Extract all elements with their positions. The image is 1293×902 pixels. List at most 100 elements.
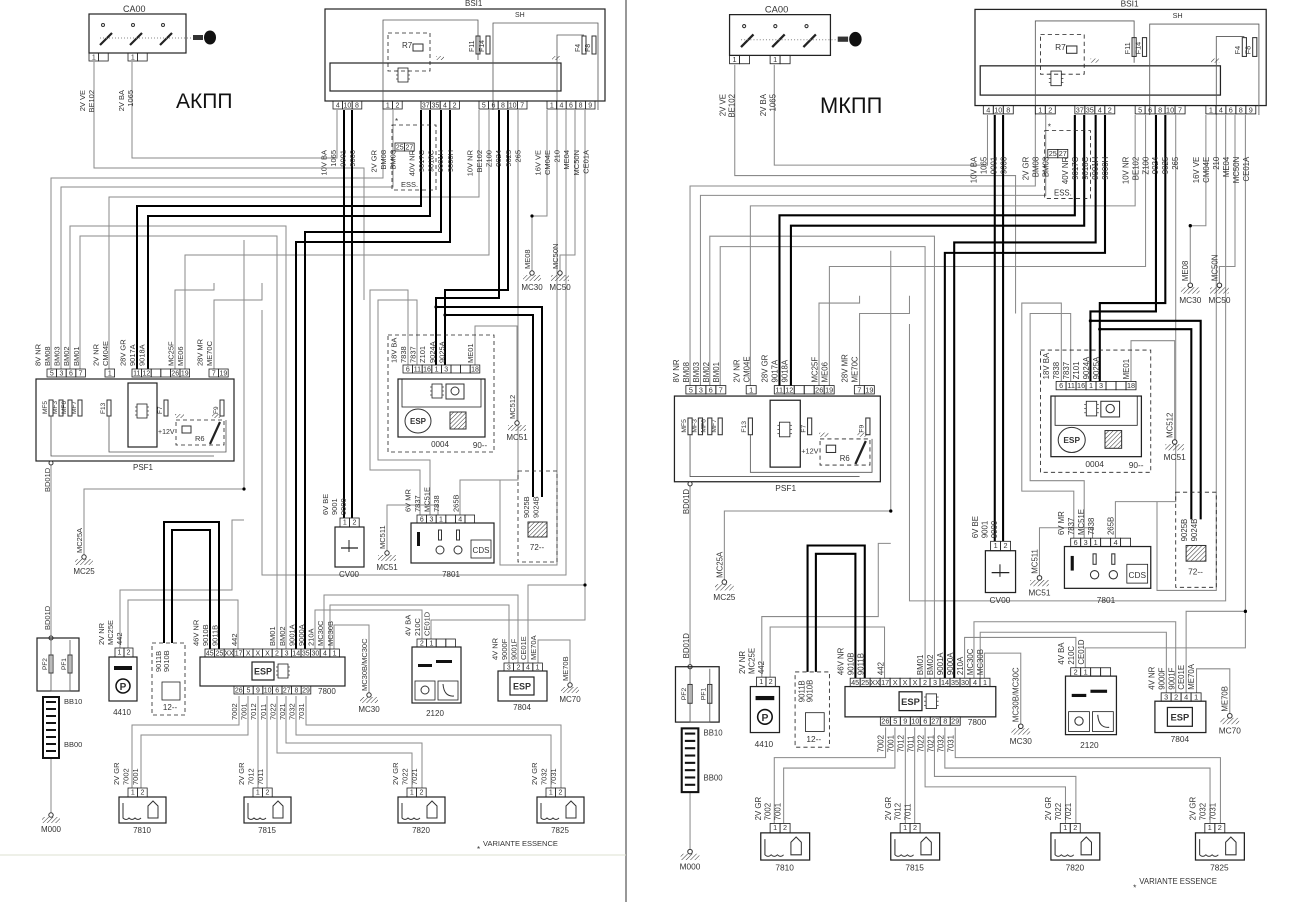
junction-dot [443, 313, 447, 317]
ground-wire-label: MC512 [508, 395, 517, 419]
c4410-pin [765, 676, 776, 687]
wire [50, 110, 384, 369]
c7800-wire-label: 7022 [268, 703, 277, 720]
psf1-pin-label: 6 [709, 385, 713, 394]
ground-wire-label: MC512 [1166, 413, 1175, 438]
ess-mark: * [1048, 122, 1052, 132]
psf1-wire-label: 28V MR [841, 354, 850, 383]
bsi1-pin-label: 2 [1108, 105, 1112, 114]
ground-wire-label: ME70B [1221, 686, 1230, 712]
ca00-wire-label: 2V BA [759, 93, 768, 116]
sensor-label: 7820 [412, 826, 430, 835]
sensor-pin-label: 2 [783, 823, 787, 832]
wire [1038, 527, 1094, 578]
wire [305, 696, 562, 788]
ground-terminal [687, 848, 693, 855]
wire [1114, 114, 1177, 539]
ground-icon [680, 853, 700, 861]
c7800-label: 7800 [318, 687, 336, 696]
fuse-icon [865, 417, 871, 436]
ca00-wire-label: 1065 [126, 90, 135, 107]
c7800-wire-label: 9010B [846, 652, 855, 675]
ess-pin-label: 25 [396, 145, 404, 152]
bsi1-module [974, 8, 1267, 107]
abs-unit-0004-ecu [1054, 395, 1138, 426]
ground-icon [1030, 579, 1049, 587]
c7800-wire-label: 442 [876, 662, 885, 675]
ca00-pin-label: 1 [92, 55, 96, 62]
wire [1185, 610, 1246, 693]
bsi1-wire-label: 9000 [348, 150, 357, 167]
ground-icon [175, 414, 184, 418]
wire [474, 325, 518, 423]
sensor-label: 7820 [1066, 862, 1085, 872]
sensor-pin-label: 1 [256, 790, 260, 797]
wire [184, 110, 490, 369]
c7800-wire-label: 9000A [297, 624, 306, 646]
bsi-internal-wire [1034, 20, 1135, 115]
bsi1-pin [1002, 105, 1014, 115]
c7804-pin-label: 3 [507, 665, 511, 672]
sensor-pin-label: 1 [549, 790, 553, 797]
fuse-label: PF1 [61, 658, 68, 670]
sensor-label: 7815 [905, 862, 924, 872]
bsi1-wire-label: 2V GR [1021, 156, 1030, 180]
psf1-wire-label: 9017A [770, 359, 779, 382]
relay-r6-label: R6 [840, 454, 850, 463]
c7800-wire-label: 9010B [201, 624, 210, 646]
sensor-wire-label: 7032 [540, 768, 549, 785]
switch-contact-icon [755, 695, 775, 701]
c7800-pin-label: 25 [861, 678, 869, 687]
ground-label: MC50 [549, 283, 571, 292]
ecu-chip-icon [431, 383, 443, 399]
c7800-pin-label: 9 [903, 717, 907, 726]
bsi1-wire-label: ME04 [562, 150, 571, 170]
bsi1-pin-label: 4 [336, 103, 340, 110]
brake-lamp-icon [1068, 711, 1090, 732]
c0004-wire-label: ME01 [1122, 359, 1131, 379]
c7800-pin-label: 10 [911, 717, 919, 726]
c7800-wire-label: 7021 [278, 703, 287, 720]
bsi1-pin-label: 6 [1148, 105, 1152, 114]
wire [369, 289, 421, 515]
sensor-pin-label: 2 [140, 790, 144, 797]
fuse-label: F9 [859, 424, 866, 432]
c7801-wire-label: 7837 [413, 495, 422, 512]
fuse-icon [219, 399, 225, 417]
bsi1-wire-label: 9001 [339, 150, 348, 167]
wire [924, 727, 1066, 824]
wire [783, 727, 896, 824]
cv00-pin-label: 2 [1004, 541, 1008, 550]
ess-pin-label: 27 [1059, 149, 1067, 158]
wire [828, 114, 1147, 386]
c7800-wire-label: 7032 [288, 703, 297, 720]
ground-label: MC25 [713, 592, 736, 602]
c7804-pin-label: 1 [1194, 693, 1198, 702]
psf1-pin-label: 1 [749, 385, 753, 394]
sensor-tone-wheel-icon [920, 836, 932, 856]
bsi-internal-wire [556, 34, 584, 110]
wire-thick [163, 521, 220, 649]
c7804-wire-label: ME70A [1187, 663, 1196, 689]
cv00-pin-label: 1 [343, 520, 347, 527]
brake-pedal-icon [1092, 711, 1114, 732]
sensor-wire-label: 2V GR [1188, 797, 1197, 821]
ground-icon [360, 697, 378, 703]
wire [276, 696, 413, 788]
bsi-internal-wire [1149, 23, 1260, 115]
c2120-pin-label: 2 [1074, 668, 1078, 677]
abs-unit-0004-frame [387, 334, 495, 453]
psf1-wire-label: BM08 [43, 346, 52, 366]
c7801-pin-label: 4 [1114, 538, 1118, 547]
psf1-wire-label: MC25F [166, 341, 175, 366]
ca00-wire-label: 2V BA [117, 90, 126, 111]
sensor-coil-icon [1054, 839, 1075, 857]
bsi1-wire-label: 9001H [436, 150, 445, 172]
c2120-label: 2120 [1080, 740, 1099, 750]
c7804-pin [532, 662, 543, 672]
c7800-pin-label: X [903, 678, 908, 687]
switch-icon [417, 532, 420, 546]
c12-wire-label: 9011B [154, 651, 163, 672]
c7801-wire-label: 265B [1107, 517, 1116, 535]
